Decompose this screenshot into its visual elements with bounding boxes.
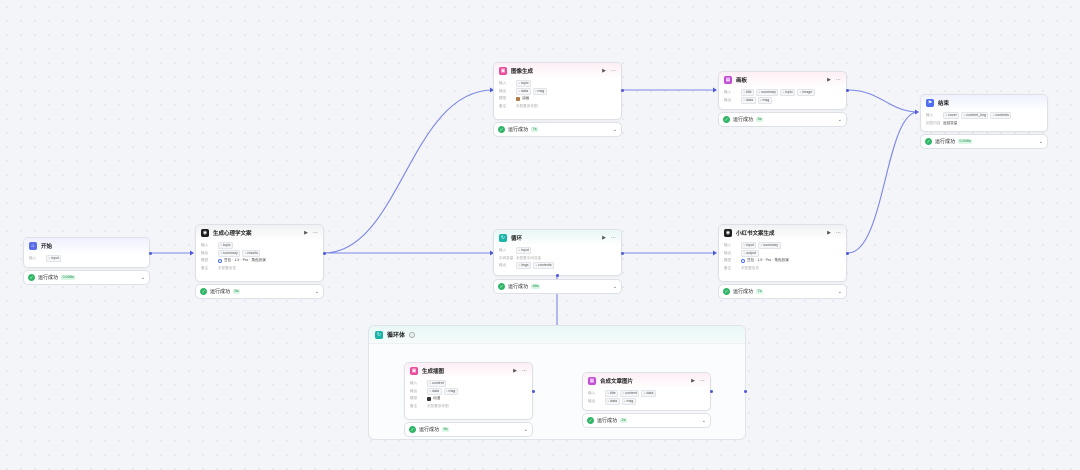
image-icon: ▣: [499, 67, 507, 75]
node-header: ⌂ 开始: [24, 238, 149, 254]
node-header: ◉ 生成心理学文案 ▶⋯: [196, 225, 323, 241]
chevron-down-icon[interactable]: ⌄: [314, 288, 319, 295]
check-icon: ✓: [925, 138, 932, 145]
model-thumb-icon: [427, 396, 431, 401]
status-llm-main[interactable]: ✓ 运行成功 5s ⌄: [195, 284, 324, 299]
check-icon: ✓: [498, 126, 505, 133]
chevron-down-icon[interactable]: ⌄: [837, 288, 842, 295]
canvas-icon: ▦: [724, 76, 732, 84]
check-icon: ✓: [723, 116, 730, 123]
output-port[interactable]: [620, 251, 624, 255]
output-port[interactable]: [845, 251, 849, 255]
model-logo-icon: [218, 258, 222, 263]
edge-xhs-end: [847, 111, 919, 254]
status-start[interactable]: ✓ 运行成功 0.008s ⌄: [23, 270, 150, 285]
node-header: ▦ 画板 ▶⋯: [719, 72, 846, 88]
output-port[interactable]: [322, 251, 326, 255]
loop-icon: ↻: [499, 234, 507, 242]
check-icon: ✓: [723, 288, 730, 295]
status-compose[interactable]: ✓ 运行成功 2s ⌄: [582, 413, 711, 428]
node-header: ▣ 生成插图 ▶⋯: [405, 363, 532, 379]
status-sketch[interactable]: ✓ 运行成功 5s ⌄: [404, 422, 533, 437]
loop-body-port[interactable]: [555, 273, 559, 277]
run-icon[interactable]: ▶: [827, 77, 831, 83]
check-icon: ✓: [28, 274, 35, 281]
loop-icon: ↻: [375, 330, 383, 339]
run-icon[interactable]: ▶: [602, 68, 606, 74]
canvas-icon: ▦: [588, 377, 596, 385]
output-port[interactable]: [148, 251, 152, 255]
home-icon: ⌂: [29, 242, 37, 250]
run-icon[interactable]: ▶: [691, 378, 695, 384]
llm-icon: ◉: [201, 229, 209, 237]
node-header: ↻ 循环 ▶⋯: [494, 230, 621, 246]
run-icon[interactable]: ▶: [827, 230, 831, 236]
loop-body-header: ↻ 循环体 i: [369, 326, 745, 344]
chevron-down-icon[interactable]: ⌄: [523, 426, 528, 433]
chevron-down-icon[interactable]: ⌄: [837, 116, 842, 123]
output-port[interactable]: [709, 389, 713, 393]
chevron-down-icon[interactable]: ⌄: [701, 417, 706, 424]
status-end[interactable]: ✓ 运行成功 0.006s ⌄: [920, 134, 1048, 149]
model-thumb-icon: [516, 96, 520, 101]
chevron-down-icon[interactable]: ⌄: [612, 283, 617, 290]
edge-canvas-end: [847, 89, 919, 113]
check-icon: ✓: [498, 283, 505, 290]
more-icon[interactable]: ⋯: [313, 230, 318, 236]
chevron-down-icon[interactable]: ⌄: [612, 126, 617, 133]
status-image-gen[interactable]: ✓ 运行成功 7s ⌄: [493, 122, 622, 137]
status-loop[interactable]: ✓ 运行成功 48s ⌄: [493, 279, 622, 294]
status-canvas[interactable]: ✓ 运行成功 3s ⌄: [718, 112, 847, 127]
check-icon: ✓: [587, 417, 594, 424]
output-port[interactable]: [531, 389, 535, 393]
more-icon[interactable]: ⋯: [611, 235, 616, 241]
chevron-down-icon[interactable]: ⌄: [140, 274, 145, 281]
edge-llm-image: [323, 89, 494, 254]
node-header: ⚑ 结束: [921, 95, 1047, 111]
status-llm-xhs[interactable]: ✓ 运行成功 7s ⌄: [718, 284, 847, 299]
run-icon[interactable]: ▶: [513, 368, 517, 374]
check-icon: ✓: [200, 288, 207, 295]
node-header: ▦ 合成文章图片 ▶⋯: [583, 373, 710, 389]
output-port[interactable]: [743, 389, 747, 393]
flag-icon: ⚑: [926, 99, 934, 107]
info-icon[interactable]: i: [409, 331, 416, 338]
more-icon[interactable]: ⋯: [522, 368, 527, 374]
llm-icon: ◉: [724, 229, 732, 237]
more-icon[interactable]: ⋯: [611, 68, 616, 74]
node-header: ▣ 图像生成 ▶⋯: [494, 63, 621, 79]
run-icon[interactable]: ▶: [304, 230, 308, 236]
image-icon: ▣: [410, 367, 418, 375]
output-port[interactable]: [845, 88, 849, 92]
check-icon: ✓: [409, 426, 416, 433]
model-logo-icon: [741, 258, 745, 263]
output-port[interactable]: [620, 88, 624, 92]
node-header: ◉ 小红书文案生成 ▶⋯: [719, 225, 846, 241]
more-icon[interactable]: ⋯: [836, 77, 841, 83]
run-icon[interactable]: ▶: [602, 235, 606, 241]
more-icon[interactable]: ⋯: [700, 378, 705, 384]
loop-body-title: 循环体: [387, 333, 406, 339]
more-icon[interactable]: ⋯: [836, 230, 841, 236]
node-title: 开始: [41, 244, 53, 250]
chevron-down-icon[interactable]: ⌄: [1038, 138, 1043, 145]
